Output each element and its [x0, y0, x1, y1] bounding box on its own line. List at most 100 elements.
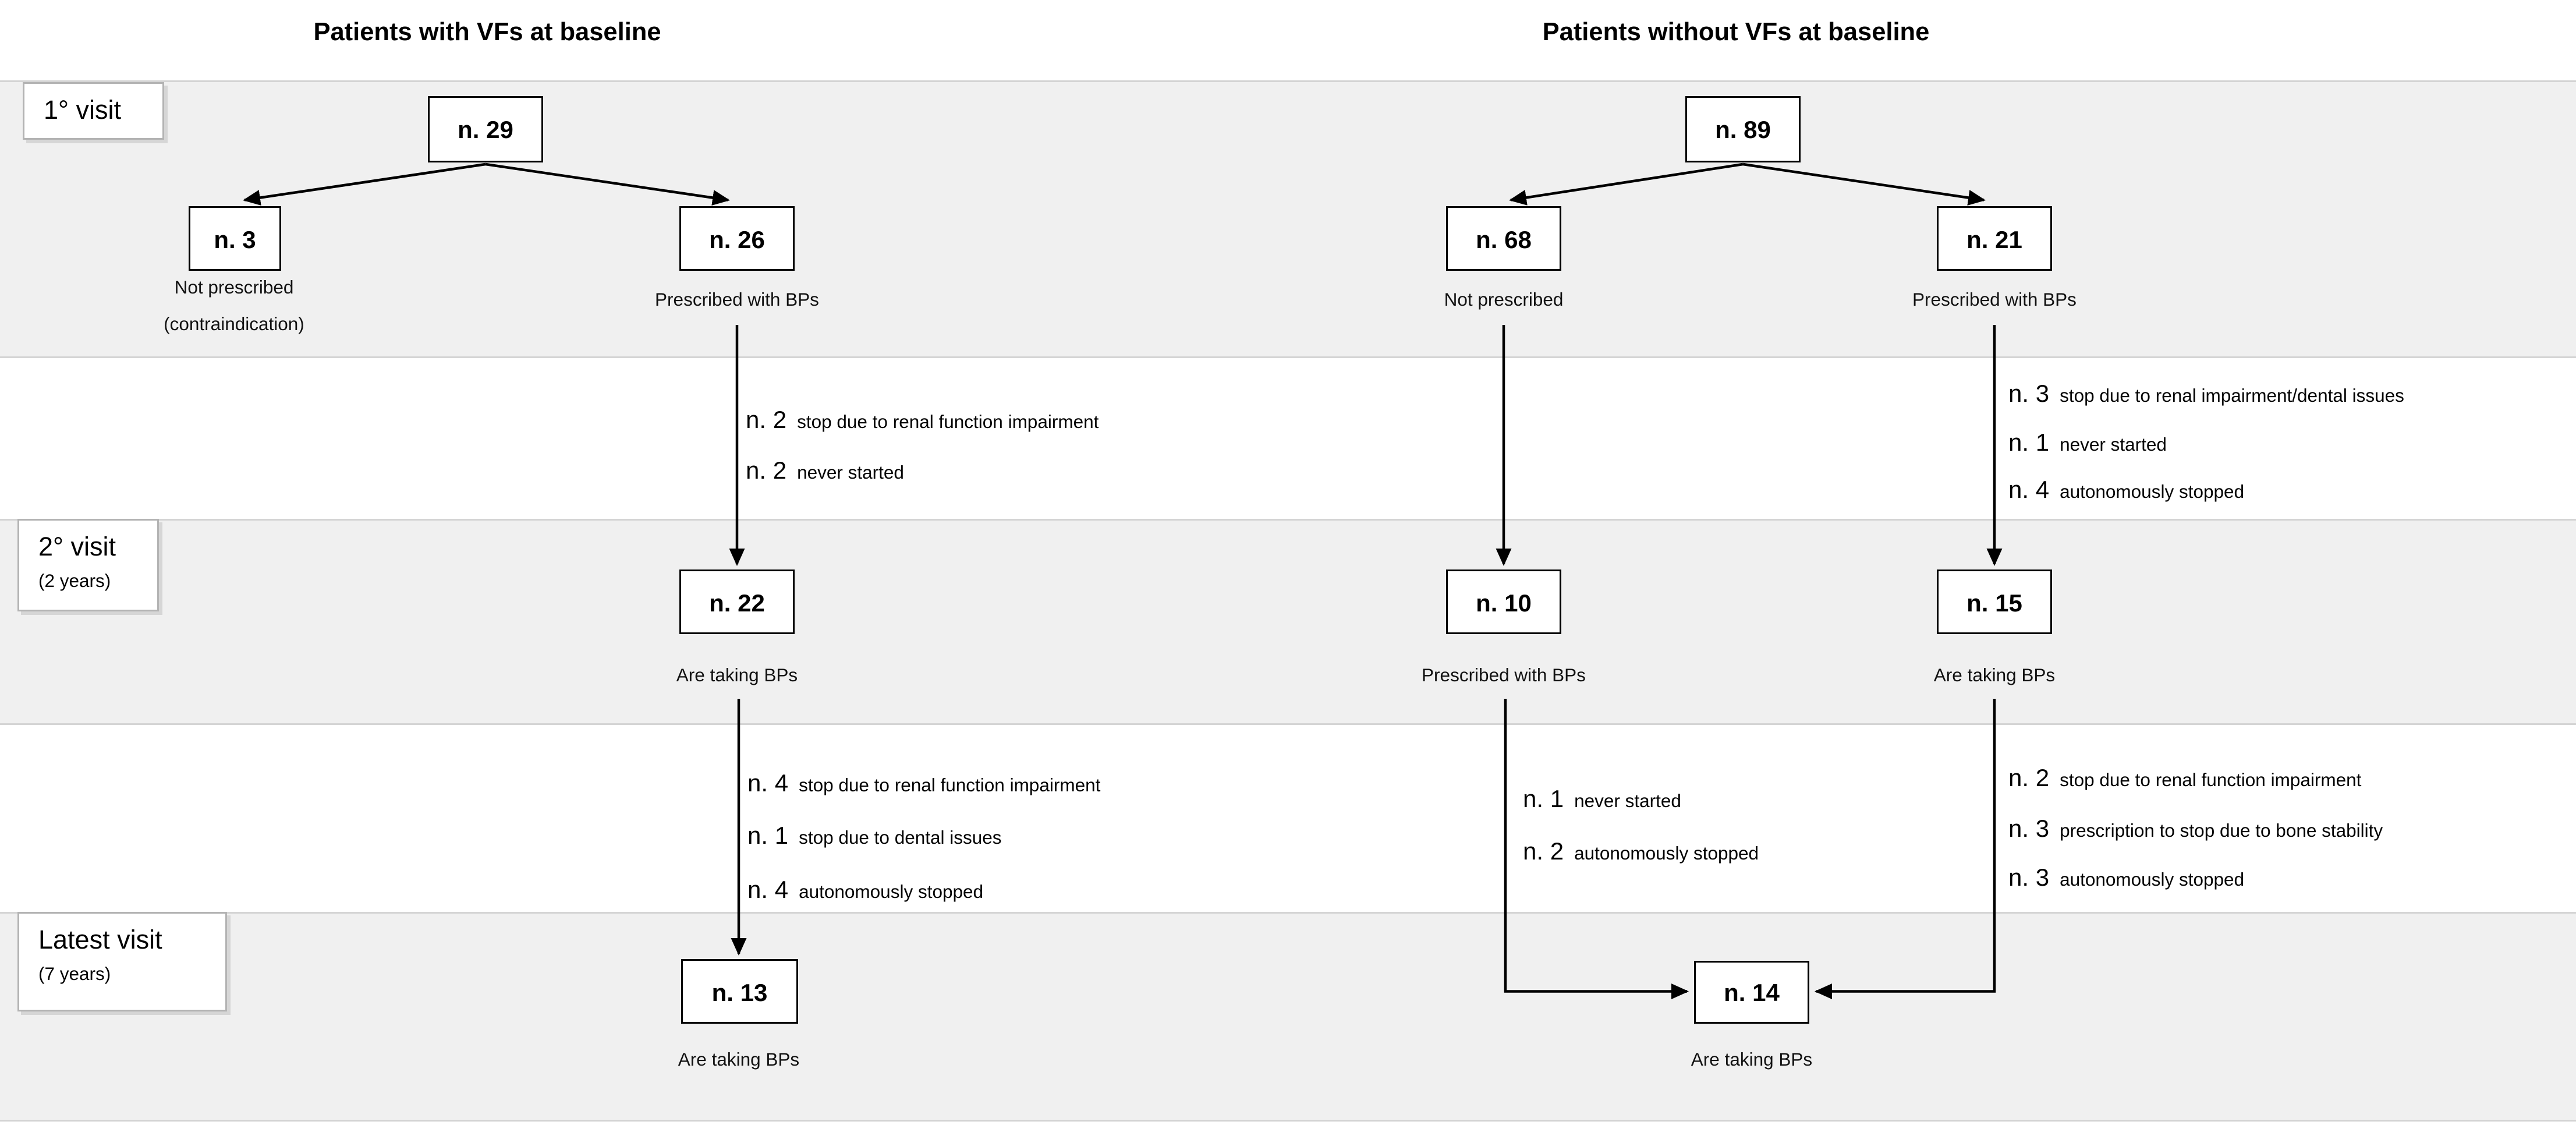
dropout-reason: autonomously stopped [2060, 482, 2245, 503]
row-label-visit2: 2° visit (2 years) [17, 519, 159, 611]
column-title-with-vfs: Patients with VFs at baseline [313, 19, 661, 47]
dropout-count: n. 1 [2008, 427, 2050, 455]
caption-n13-line1: Are taking BPs [678, 1050, 800, 1071]
dropout-count: n. 1 [747, 821, 789, 850]
dropout-count: n. 2 [2008, 763, 2050, 791]
dropout-count: n. 1 [1523, 784, 1564, 812]
dropout-count: n. 3 [2008, 379, 2050, 407]
dropouts-with-vfs-visit2: n. 2 stop due to renal function impairmen… [746, 396, 1099, 497]
arrow-n29-to-n26 [485, 162, 730, 206]
arrow-n15-to-n14 [1815, 699, 1996, 999]
node-n89: n. 89 [1685, 96, 1801, 162]
node-n29-value: n. 29 [458, 115, 513, 143]
caption-n15-line1: Are taking BPs [1933, 666, 2056, 687]
dropout-count: n. 4 [2008, 475, 2050, 503]
caption-n22: Are taking BPs [580, 659, 894, 694]
dropout-line: n. 2 autonomously stopped [1523, 827, 1759, 879]
dropout-line: n. 3 stop due to renal impairment/dental … [2008, 372, 2404, 420]
dropout-line: n. 4 stop due to renal function impairmen… [747, 758, 1100, 811]
caption-n3: Not prescribed (contraindication) [77, 271, 391, 342]
dropout-line: n. 2 never started [746, 447, 1099, 497]
dropout-reason: stop due to dental issues [799, 828, 1002, 850]
node-n10-value: n. 10 [1476, 588, 1532, 616]
arrow-n89-to-n21 [1742, 162, 1986, 206]
dropout-line: n. 3 prescription to stop due to bone sta… [2008, 805, 2383, 855]
row-label-visit1-text: 1° visit [44, 96, 122, 126]
dropout-count: n. 2 [746, 404, 787, 433]
dropout-count: n. 2 [746, 455, 787, 483]
node-n13: n. 13 [681, 959, 798, 1024]
node-n13-value: n. 13 [711, 977, 768, 1006]
dropout-reason: prescription to stop due to bone stabili… [2060, 820, 2383, 842]
node-n14-value: n. 14 [1724, 978, 1780, 1006]
node-n15: n. 15 [1937, 570, 2052, 634]
node-n21-value: n. 21 [1966, 224, 2022, 253]
caption-n26-line1: Prescribed with BPs [655, 290, 819, 311]
dropout-line: n. 4 autonomously stopped [2008, 468, 2404, 517]
caption-n21: Prescribed with BPs [1837, 283, 2152, 318]
dropouts-with-vfs-latest: n. 4 stop due to renal function impairmen… [747, 758, 1100, 917]
row-label-latest-visit-sub: (7 years) [38, 964, 111, 985]
arrow-n89-to-n68 [1509, 162, 1744, 206]
dropout-line: n. 2 stop due to renal function impairmen… [2008, 755, 2383, 805]
caption-n10: Prescribed with BPs [1347, 659, 1661, 694]
dropout-reason: autonomously stopped [1574, 843, 1759, 865]
caption-n3-line1: Not prescribed [174, 278, 294, 299]
caption-n15: Are taking BPs [1837, 659, 2152, 694]
dropout-reason: stop due to renal function impairment [2060, 770, 2362, 791]
dropout-reason: stop due to renal function impairment [799, 776, 1101, 797]
dropout-line: n. 1 never started [2008, 420, 2404, 469]
node-n26-value: n. 26 [709, 224, 765, 253]
caption-n68-line1: Not prescribed [1444, 290, 1564, 311]
dropouts-without-vfs-notprescribed-latest: n. 1 never started n. 2 autonomously stopp… [1523, 776, 1759, 879]
caption-n14-line1: Are taking BPs [1691, 1050, 1813, 1071]
dropout-count: n. 3 [2008, 813, 2050, 842]
node-n26: n. 26 [679, 206, 795, 271]
node-n3-value: n. 3 [214, 224, 256, 253]
node-n29: n. 29 [428, 96, 543, 162]
column-title-without-vfs: Patients without VFs at baseline [1542, 19, 1930, 47]
caption-n3-line2: (contraindication) [164, 313, 304, 335]
node-n21: n. 21 [1937, 206, 2052, 271]
row-label-latest-visit: Latest visit (7 years) [17, 912, 227, 1011]
node-n22-value: n. 22 [709, 588, 765, 616]
dropout-reason: never started [1574, 791, 1681, 812]
dropouts-without-vfs-visit2: n. 3 stop due to renal impairment/dental … [2008, 372, 2404, 517]
dropout-reason: stop due to renal function impairment [797, 411, 1099, 433]
row-label-visit2-sub: (2 years) [38, 571, 111, 592]
band-visit2 [0, 519, 2576, 725]
caption-n21-line1: Prescribed with BPs [1912, 290, 2077, 311]
caption-n14: Are taking BPs [1595, 1043, 1909, 1078]
node-n10: n. 10 [1446, 570, 1561, 634]
dropout-count: n. 4 [747, 874, 789, 903]
node-n3: n. 3 [189, 206, 281, 271]
dropout-reason: never started [797, 462, 904, 483]
node-n22: n. 22 [679, 570, 795, 634]
dropout-count: n. 4 [747, 769, 789, 797]
row-label-latest-visit-text: Latest visit [38, 926, 162, 956]
dropout-line: n. 2 stop due to renal function impairmen… [746, 396, 1099, 447]
dropout-line: n. 3 autonomously stopped [2008, 855, 2383, 905]
dropout-line: n. 1 never started [1523, 776, 1759, 827]
node-n89-value: n. 89 [1715, 115, 1771, 143]
caption-n10-line1: Prescribed with BPs [1422, 666, 1586, 687]
arrow-n29-to-n3 [243, 162, 486, 206]
row-label-visit1: 1° visit [23, 82, 164, 140]
dropouts-without-vfs-prescribed-latest: n. 2 stop due to renal function impairmen… [2008, 755, 2383, 905]
dropout-line: n. 1 stop due to dental issues [747, 811, 1100, 864]
node-n68-value: n. 68 [1476, 224, 1532, 253]
node-n14: n. 14 [1694, 961, 1809, 1024]
caption-n13: Are taking BPs [582, 1043, 896, 1078]
dropout-reason: autonomously stopped [2060, 871, 2245, 892]
dropout-reason: never started [2060, 434, 2167, 455]
dropout-count: n. 2 [1523, 836, 1564, 865]
caption-n22-line1: Are taking BPs [676, 666, 798, 687]
dropout-reason: stop due to renal impairment/dental issu… [2060, 386, 2404, 407]
arrow-n10-to-n14 [1504, 699, 1689, 999]
caption-n26: Prescribed with BPs [580, 283, 894, 318]
dropout-count: n. 3 [2008, 864, 2050, 892]
band-latest-visit [0, 912, 2576, 1122]
